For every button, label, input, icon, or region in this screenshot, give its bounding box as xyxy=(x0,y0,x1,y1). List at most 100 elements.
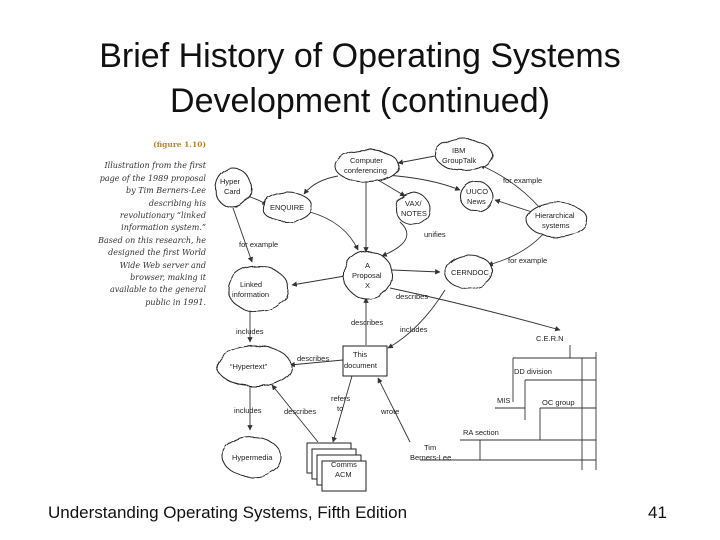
caption-line: browser, making it xyxy=(130,273,206,283)
node-hypercard-line2: Card xyxy=(224,187,240,196)
edge-hierarchical-ibm xyxy=(479,164,541,209)
node-tim-line2: Berners-Lee xyxy=(410,453,451,462)
edge-ibm-conferencing xyxy=(397,155,436,165)
edge-label-refers: refers xyxy=(331,394,350,403)
edge-proposal-cerndoc xyxy=(391,269,441,275)
edge-enquire-proposal xyxy=(309,211,359,251)
edge-thisdoc-comms xyxy=(331,375,353,443)
edge-label-includes: includes xyxy=(400,325,428,334)
caption-line: describing his xyxy=(148,198,206,208)
node-labels: Hyper Card ENQUIRE Computer conferencing… xyxy=(220,146,575,479)
caption-line: information system.” xyxy=(121,223,206,233)
cloud-linked-information xyxy=(227,265,289,313)
node-linked-line1: Linked xyxy=(240,280,262,289)
node-uuco-line1: UUCO xyxy=(466,187,488,196)
cloud-hypermedia xyxy=(222,436,282,478)
node-computer-conferencing-line1: Computer xyxy=(350,156,383,165)
caption-line: Based on this research, he xyxy=(98,235,206,245)
figure-caption: (figure 1.10) Illustration from the firs… xyxy=(98,139,206,309)
edge-label-describes: describes xyxy=(297,354,329,363)
edge-label-describes: describes xyxy=(284,407,316,416)
page-number: 41 xyxy=(648,503,667,522)
org-tree-line xyxy=(569,345,596,359)
node-proposal-line3: X xyxy=(365,281,370,290)
cloud-enquire xyxy=(261,191,313,223)
node-proposal-line1: A xyxy=(365,261,370,270)
cloud-hypertext xyxy=(216,345,292,387)
edge-proposal-cern xyxy=(389,287,561,332)
edge-label-includes: includes xyxy=(234,406,262,415)
edge-labels: for example for example for example unif… xyxy=(234,176,547,416)
node-ibm-line2: GroupTalk xyxy=(442,156,476,165)
cloud-hierarchical-systems xyxy=(526,202,588,238)
caption-line: by Tim Berners-Lee xyxy=(126,186,206,196)
node-ibm-line1: IBM xyxy=(452,146,465,155)
edge-vax-proposal xyxy=(381,221,408,257)
node-cerndoc: CERNDOC xyxy=(451,268,490,277)
stack-comms-acm xyxy=(306,442,367,492)
edge-tim-thisdoc xyxy=(377,377,411,443)
node-oc-group: OC group xyxy=(542,398,575,407)
edge-hierarchical-uuco xyxy=(494,198,533,213)
node-this-document-line1: This xyxy=(353,350,367,359)
node-hierarchical-line2: systems xyxy=(542,221,570,230)
edge-label-includes: includes xyxy=(236,327,264,336)
edge-cerndoc-thisdoc xyxy=(387,289,446,349)
node-hypercard-line1: Hyper xyxy=(220,177,241,186)
edge-comms-hypertext xyxy=(271,384,319,443)
node-uuco-line2: News xyxy=(467,197,486,206)
node-ra-section: RA section xyxy=(463,428,499,437)
edge-proposal-linked xyxy=(291,275,346,287)
edge-thisdoc-hypertext xyxy=(289,359,344,368)
edge-label-describes: describes xyxy=(396,292,428,301)
cloud-ibm-grouptalk xyxy=(435,138,493,172)
node-linked-line2: information xyxy=(232,290,269,299)
node-computer-conferencing-line2: conferencing xyxy=(344,166,387,175)
edge-label-for-example: for example xyxy=(508,256,547,265)
edge-hypercard-linked xyxy=(232,207,253,263)
node-mis: MIS xyxy=(497,396,510,405)
box-this-document xyxy=(342,345,388,377)
caption-line: Illustration from the first xyxy=(104,161,206,171)
node-hierarchical-line1: Hierarchical xyxy=(535,211,575,220)
node-proposal-line2: Proposal xyxy=(352,271,382,280)
title-line-1: Brief History of Operating Systems xyxy=(99,37,621,75)
edge-label-for-example: for example xyxy=(503,176,542,185)
node-vax-line2: NOTES xyxy=(401,209,427,218)
edge-conferencing-enquire xyxy=(303,175,339,195)
caption-line: public in 1991. xyxy=(145,297,206,307)
node-tim-line1: Tim xyxy=(424,443,436,452)
cloud-computer-conferencing xyxy=(334,149,400,183)
edge-label-unifies: unifies xyxy=(424,230,446,239)
node-this-document-line2: document xyxy=(344,361,378,370)
node-hypermedia: Hypermedia xyxy=(232,453,273,462)
cloud-proposal xyxy=(343,250,393,300)
cloud-vax-notes xyxy=(395,192,431,226)
caption-line: Wide Web server and xyxy=(119,260,206,270)
edge-label-describes: describes xyxy=(351,318,383,327)
edge-conferencing-vax xyxy=(377,179,406,197)
edge-label-to: to xyxy=(337,404,343,413)
edge-label-for-example: for example xyxy=(239,240,278,249)
node-comms-line1: Comms xyxy=(331,460,357,469)
caption-line: revolutionary “linked xyxy=(119,211,206,221)
cloud-cerndoc xyxy=(444,254,494,290)
edge-label-wrote: wrote xyxy=(380,407,399,416)
caption-line: available to the general xyxy=(109,285,206,295)
node-hypertext: “Hypertext” xyxy=(230,362,268,371)
cloud-hypercard xyxy=(214,167,252,209)
edge-hierarchical-cerndoc xyxy=(487,231,546,267)
slide-title: Brief History of Operating Systems Devel… xyxy=(0,34,720,124)
node-enquire: ENQUIRE xyxy=(270,203,304,212)
cloud-uuco-news xyxy=(459,180,493,212)
node-dd-division: DD division xyxy=(514,367,552,376)
node-cern: C.E.R.N xyxy=(536,334,564,343)
title-line-2: Development (continued) xyxy=(170,82,550,120)
figure-label: (figure 1.10) xyxy=(153,140,206,149)
caption-line: page of the 1989 proposal xyxy=(99,173,206,183)
caption-line: designed the first World xyxy=(108,248,206,258)
edge-conferencing-uuco xyxy=(384,174,461,191)
node-comms-line2: ACM xyxy=(335,470,352,479)
node-vax-line1: VAX/ xyxy=(405,199,422,208)
